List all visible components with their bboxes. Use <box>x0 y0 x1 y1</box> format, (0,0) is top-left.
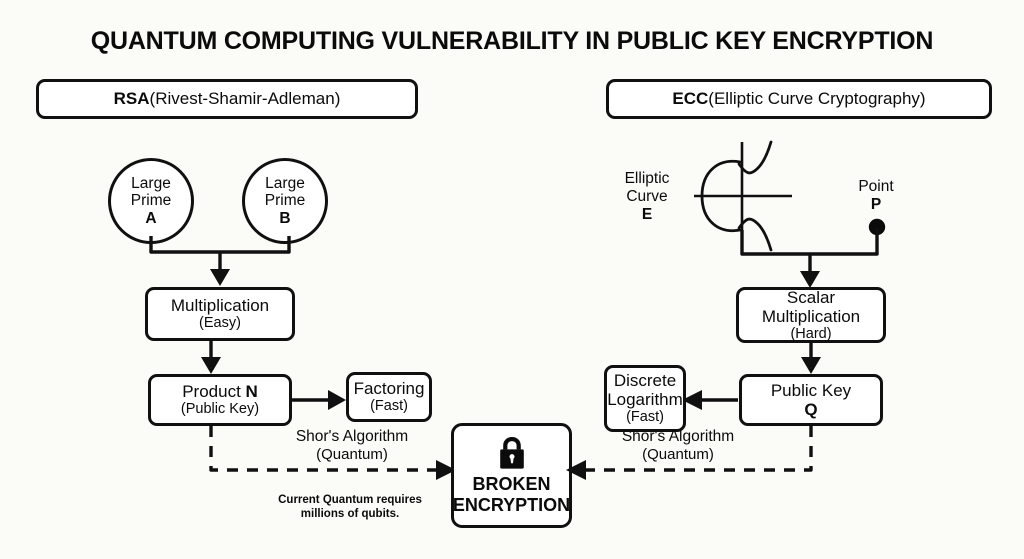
rsa-shor-line1: Shor's Algorithm <box>295 428 409 445</box>
broken-line2: ENCRYPTION <box>452 494 571 515</box>
discrete-log-sub: (Fast) <box>626 409 664 426</box>
scalar-sub: (Hard) <box>790 325 832 342</box>
qubit-requirement-note: Current Quantum requires millions of qub… <box>250 493 450 521</box>
box-factoring: Factoring (Fast) <box>346 372 432 422</box>
ecc-header-strong: ECC <box>672 89 709 108</box>
rsa-shor-line2: (Quantum) <box>316 445 388 463</box>
dashed-path-rsa-to-broken <box>209 426 456 480</box>
discrete-log-line1: Discrete <box>613 371 677 391</box>
broken-encryption-text: BROKEN ENCRYPTION <box>453 474 570 515</box>
rsa-shor-algorithm-label: Shor's Algorithm (Quantum) <box>252 428 452 463</box>
dashed-path-ecc-to-broken <box>566 426 813 480</box>
scalar-line2: Multiplication <box>761 306 861 326</box>
curve-label-line3: E <box>641 205 653 223</box>
prime-a-line2: Prime <box>130 192 172 210</box>
product-line1: Product N <box>182 382 258 401</box>
box-public-key-q: Public Key Q <box>739 374 883 426</box>
broken-line1: BROKEN <box>472 473 551 494</box>
prime-a-line3: A <box>145 209 157 227</box>
point-label-line2: P <box>870 195 882 213</box>
page-title: QUANTUM COMPUTING VULNERABILITY IN PUBLI… <box>90 27 934 55</box>
ecc-shor-line2: (Quantum) <box>642 445 714 463</box>
point-p-dot-icon <box>868 218 886 236</box>
factoring-line1: Factoring <box>353 379 425 399</box>
multiplication-line1: Multiplication <box>170 296 270 316</box>
prime-a-line1: Large <box>131 174 171 192</box>
product-line1-b: N <box>245 382 258 402</box>
rsa-header: RSA (Rivest-Shamir-Adleman) <box>36 79 418 119</box>
padlock-icon <box>499 436 524 469</box>
ecc-header: ECC (Elliptic Curve Cryptography) <box>606 79 992 119</box>
curve-label-line2: Curve <box>626 187 668 205</box>
product-line1-a: Product <box>182 382 246 402</box>
ecc-header-rest: (Elliptic Curve Cryptography) <box>708 89 926 108</box>
box-product-n: Product N (Public Key) <box>148 374 292 426</box>
public-key-line1: Public Key <box>770 380 852 400</box>
point-p-label: Point P <box>832 178 920 214</box>
ecc-shor-line1: Shor's Algorithm <box>621 428 735 445</box>
box-multiplication: Multiplication (Easy) <box>145 287 295 341</box>
ecc-inputs-bracket-connector <box>740 228 879 288</box>
arrow-multiplication-to-product <box>201 340 221 374</box>
rsa-header-strong: RSA <box>113 89 150 108</box>
qubit-note-line2: millions of qubits. <box>300 508 400 521</box>
prime-b-line3: B <box>279 209 291 227</box>
public-key-line2: Q <box>804 400 818 419</box>
point-label-line1: Point <box>858 178 894 195</box>
product-sub: (Public Key) <box>180 401 260 418</box>
arrow-product-to-factoring <box>291 390 346 410</box>
prime-b-line1: Large <box>265 174 305 192</box>
circle-large-prime-b: Large Prime B <box>242 158 328 244</box>
rsa-primes-bracket-connector <box>149 236 291 286</box>
curve-label-line1: Elliptic <box>624 170 670 187</box>
scalar-line1: Scalar <box>786 287 836 307</box>
ecc-shor-algorithm-label: Shor's Algorithm (Quantum) <box>578 428 778 463</box>
arrow-public-key-to-discrete-log <box>682 390 738 410</box>
rsa-header-rest: (Rivest-Shamir-Adleman) <box>149 89 341 108</box>
arrow-scalar-to-public-key <box>801 342 821 374</box>
qubit-note-line1: Current Quantum requires <box>278 494 422 506</box>
elliptic-curve-label: Elliptic Curve E <box>601 170 693 223</box>
discrete-log-line2: Logarithm <box>607 390 683 410</box>
broken-encryption-box: BROKEN ENCRYPTION <box>451 423 572 528</box>
multiplication-sub: (Easy) <box>199 315 241 332</box>
box-discrete-logarithm: Discrete Logarithm (Fast) <box>604 365 686 432</box>
box-scalar-multiplication: Scalar Multiplication (Hard) <box>736 287 886 343</box>
circle-large-prime-a: Large Prime A <box>108 158 194 244</box>
prime-b-line2: Prime <box>264 192 306 210</box>
factoring-sub: (Fast) <box>370 398 408 415</box>
